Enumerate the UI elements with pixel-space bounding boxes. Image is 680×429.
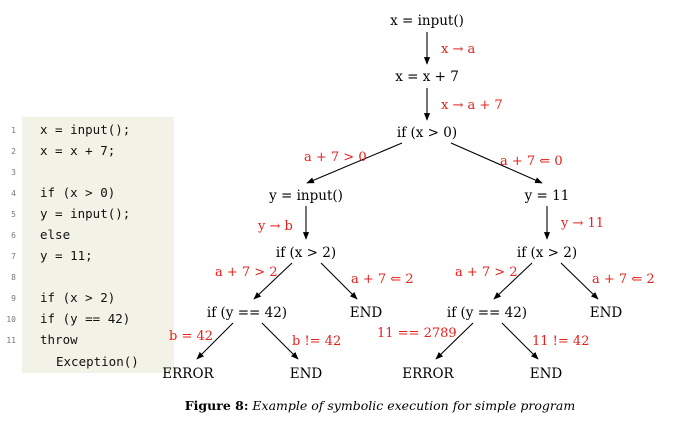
code-line: 3 <box>0 163 180 183</box>
condition-x-to-a-plus-7: x → a + 7 <box>441 98 503 113</box>
line-number: 10 <box>6 315 16 324</box>
node-if-x-gt-2-left: if (x > 2) <box>276 245 336 261</box>
edge-ify42right-end <box>501 322 539 360</box>
edge-ifx2left-end <box>320 262 358 300</box>
code-text: if (x > 0) <box>40 185 116 200</box>
code-text: Exception() <box>56 354 139 369</box>
node-if-x-gt-0: if (x > 0) <box>397 125 457 141</box>
edge-ify42left-end <box>261 322 299 360</box>
code-text: else <box>40 227 71 242</box>
code-background <box>22 117 174 373</box>
line-number: 5 <box>11 210 16 219</box>
code-line: Exception() <box>0 353 180 373</box>
condition-a7-gt-0: a + 7 > 0 <box>304 150 367 165</box>
line-number: 7 <box>11 252 16 261</box>
node-if-y-eq-42-right: if (y == 42) <box>447 305 527 321</box>
condition-b-ne-42: b != 42 <box>292 334 341 349</box>
edge-ifx2right-end <box>560 262 599 300</box>
line-number: 6 <box>11 231 16 240</box>
condition-11-ne-42: 11 != 42 <box>532 334 589 349</box>
node-end-left-outer: END <box>350 305 383 321</box>
caption-text: Example of symbolic execution for simple… <box>252 398 576 413</box>
code-text: throw <box>40 332 78 347</box>
code-text: x = x + 7; <box>40 143 116 158</box>
condition-x-to-a: x → a <box>441 42 475 57</box>
condition-b-eq-42: b = 42 <box>169 329 213 344</box>
node-if-x-gt-2-right: if (x > 2) <box>517 245 577 261</box>
line-number: 1 <box>11 126 16 135</box>
line-number: 4 <box>11 189 16 198</box>
code-listing: 1 x = input(); 2 x = x + 7; 3 4 if (x > 0) 5 y =… <box>0 117 180 373</box>
code-line: 10 if (y == 42) <box>0 310 180 330</box>
caption-label: Figure 8: <box>184 398 249 413</box>
line-number: 3 <box>11 168 16 177</box>
edge-ifx0-y11 <box>450 142 543 184</box>
code-line: 11 throw <box>0 331 180 351</box>
node-y-11: y = 11 <box>524 188 570 204</box>
edge-ify42right-error <box>435 322 474 360</box>
node-error-right: ERROR <box>402 366 454 382</box>
code-text: y = input(); <box>40 206 131 221</box>
node-increment: x = x + 7 <box>395 69 459 85</box>
node-if-y-eq-42-left: if (y == 42) <box>207 305 287 321</box>
line-number: 9 <box>11 294 16 303</box>
code-text: y = 11; <box>40 248 93 263</box>
node-error-left: ERROR <box>162 366 214 382</box>
code-text: if (x > 2) <box>40 290 116 305</box>
node-root: x = input() <box>390 13 464 29</box>
condition-a7-le-2-right: a + 7 ⇐ 2 <box>592 272 655 287</box>
condition-a7-le-0: a + 7 ⇐ 0 <box>500 154 563 169</box>
edge-ifx0-yinput <box>306 142 403 184</box>
edge-ifx2left-ify42left <box>253 262 293 300</box>
code-line: 8 <box>0 268 180 288</box>
code-line: 7 y = 11; <box>0 247 180 267</box>
node-y-input: y = input() <box>268 188 343 204</box>
line-number: 8 <box>11 273 16 282</box>
code-line: 5 y = input(); <box>0 205 180 225</box>
code-line: 4 if (x > 0) <box>0 184 180 204</box>
code-text: x = input(); <box>40 122 131 137</box>
condition-y-to-b: y → b <box>257 219 293 234</box>
edge-ifx2right-ify42right <box>493 262 533 300</box>
code-line: 9 if (x > 2) <box>0 289 180 309</box>
condition-y-to-11: y → 11 <box>560 216 604 231</box>
figure-caption: Figure 8: Example of symbolic execution … <box>0 398 680 413</box>
node-end-left-inner: END <box>290 366 323 382</box>
code-text: if (y == 42) <box>40 311 131 326</box>
line-number: 2 <box>11 147 16 156</box>
line-number: 11 <box>6 336 16 345</box>
node-end-right-inner: END <box>530 366 563 382</box>
code-line: 2 x = x + 7; <box>0 142 180 162</box>
condition-a7-le-2-left: a + 7 ⇐ 2 <box>351 272 414 287</box>
condition-a7-gt-2-right: a + 7 > 2 <box>455 265 518 280</box>
code-line: 1 x = input(); <box>0 121 180 141</box>
node-end-right-outer: END <box>590 305 623 321</box>
edge-ify42left-error <box>196 322 234 360</box>
code-line: 6 else <box>0 226 180 246</box>
condition-a7-gt-2-left: a + 7 > 2 <box>215 265 278 280</box>
condition-11-eq-2789: 11 == 2789 <box>377 326 457 341</box>
